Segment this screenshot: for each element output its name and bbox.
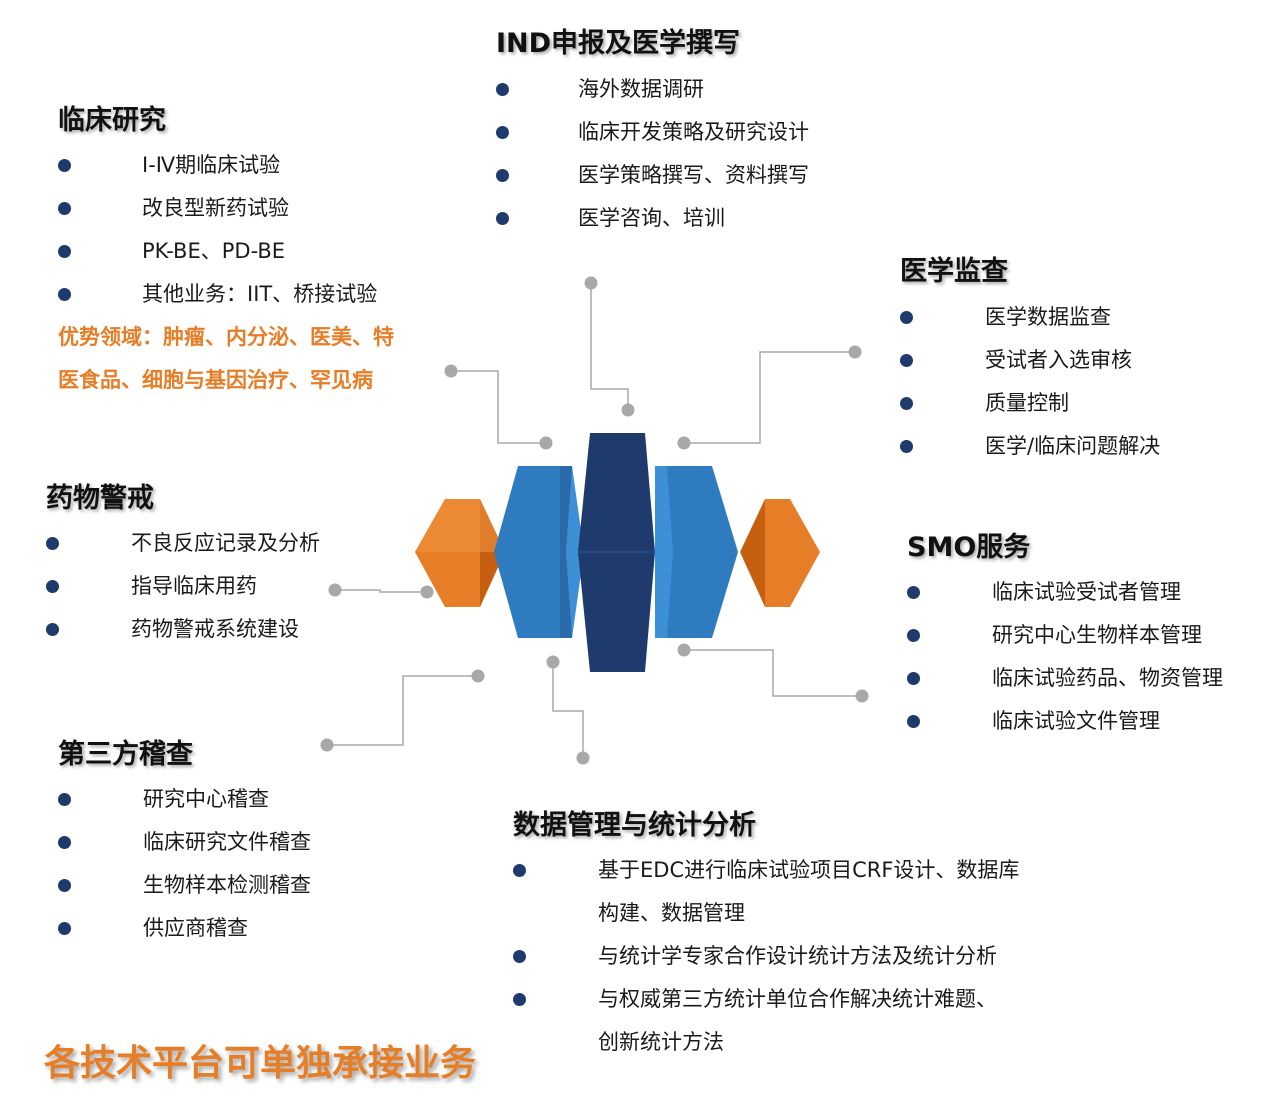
list-item: 临床开发策略及研究设计 — [496, 111, 809, 154]
list-item: 海外数据调研 — [496, 68, 809, 111]
bullet-icon — [58, 159, 71, 172]
list-item: 医学策略撰写、资料撰写 — [496, 154, 809, 197]
bullet-icon — [58, 245, 71, 258]
bullet-icon — [900, 440, 913, 453]
connector-clinical — [451, 370, 546, 444]
section-title: 第三方稽查 — [58, 739, 193, 770]
list-item: Ⅰ-Ⅳ期临床试验 — [58, 144, 394, 187]
list-item: 改良型新药试验 — [58, 187, 394, 230]
bullet-icon — [513, 864, 526, 877]
section-audit: 第三方稽查 研究中心稽查 临床研究文件稽查 生物样本检测稽查 供应商稽查 — [58, 737, 311, 950]
list-item: 与统计学专家合作设计统计方法及统计分析 — [513, 935, 1019, 978]
list-item: 医学/临床问题解决 — [900, 425, 1160, 468]
connector-smo — [684, 649, 862, 697]
advantage-text: 医食品、细胞与基因治疗、罕见病 — [58, 368, 373, 392]
bullet-icon — [58, 879, 71, 892]
list-item: 指导临床用药 — [46, 565, 320, 608]
section-smo: SMO服务 临床试验受试者管理 研究中心生物样本管理 临床试验药品、物资管理 临… — [907, 530, 1223, 743]
connector-pv — [335, 589, 427, 593]
section-title: 数据管理与统计分析 — [513, 810, 756, 841]
bullet-icon — [907, 629, 920, 642]
list-item: 医学数据监查 — [900, 296, 1160, 339]
connector-dots — [320, 276, 869, 765]
bullet-icon — [496, 212, 509, 225]
list-item: 与权威第三方统计单位合作解决统计难题、 创新统计方法 — [513, 978, 1019, 1064]
list-item: 基于EDC进行临床试验项目CRF设计、数据库 构建、数据管理 — [513, 849, 1019, 935]
advantage-text: 优势领域：肿瘤、内分泌、医美、特 — [58, 325, 394, 349]
list-item: PK-BE、PD-BE — [58, 230, 394, 273]
section-title: IND申报及医学撰写 — [496, 28, 741, 59]
list-item: 生物样本检测稽查 — [58, 864, 311, 907]
right-blue-block — [655, 466, 738, 638]
list-item: 药物警戒系统建设 — [46, 608, 320, 651]
connector-monitoring — [684, 351, 855, 444]
section-data: 数据管理与统计分析 基于EDC进行临床试验项目CRF设计、数据库 构建、数据管理… — [513, 808, 1019, 1064]
bullet-icon — [900, 311, 913, 324]
section-title: SMO服务 — [907, 532, 1031, 563]
bullet-icon — [58, 793, 71, 806]
left-blue-block — [494, 466, 584, 638]
bullet-icon — [907, 672, 920, 685]
connector-data — [552, 662, 584, 758]
bullet-icon — [46, 537, 59, 550]
list-item: 临床研究文件稽查 — [58, 821, 311, 864]
bullet-icon — [900, 354, 913, 367]
list-item: 其他业务：IIT、桥接试验 — [58, 273, 394, 316]
list-item: 临床试验受试者管理 — [907, 571, 1223, 614]
list-item: 不良反应记录及分析 — [46, 522, 320, 565]
bullet-icon — [58, 288, 71, 301]
section-pv: 药物警戒 不良反应记录及分析 指导临床用药 药物警戒系统建设 — [46, 481, 320, 651]
section-title: 临床研究 — [58, 105, 166, 136]
connector-audit — [327, 675, 478, 746]
bullet-icon — [513, 950, 526, 963]
list-item: 受试者入选审核 — [900, 339, 1160, 382]
bullet-icon — [496, 126, 509, 139]
list-item: 临床试验药品、物资管理 — [907, 657, 1223, 700]
bullet-icon — [58, 202, 71, 215]
section-title: 药物警戒 — [46, 483, 154, 514]
bullet-icon — [900, 397, 913, 410]
list-item: 临床试验文件管理 — [907, 700, 1223, 743]
list-item: 研究中心生物样本管理 — [907, 614, 1223, 657]
bullet-icon — [46, 580, 59, 593]
footer-slogan: 各技术平台可单独承接业务 — [44, 1043, 477, 1084]
bullet-icon — [496, 169, 509, 182]
right-orange-block — [740, 499, 820, 607]
center-dark-block — [578, 433, 655, 672]
list-item: 质量控制 — [900, 382, 1160, 425]
connector-lines — [327, 283, 862, 758]
bullet-icon — [496, 83, 509, 96]
bullet-icon — [513, 993, 526, 1006]
bullet-icon — [46, 623, 59, 636]
bullet-icon — [58, 922, 71, 935]
section-ind: IND申报及医学撰写 海外数据调研 临床开发策略及研究设计 医学策略撰写、资料撰… — [496, 26, 809, 240]
list-item: 研究中心稽查 — [58, 778, 311, 821]
section-monitoring: 医学监查 医学数据监查 受试者入选审核 质量控制 医学/临床问题解决 — [900, 254, 1160, 468]
section-title: 医学监查 — [900, 256, 1008, 287]
list-item: 医学咨询、培训 — [496, 197, 809, 240]
connector-ind — [590, 283, 629, 410]
section-clinical: 临床研究 Ⅰ-Ⅳ期临床试验 改良型新药试验 PK-BE、PD-BE 其他业务：I… — [58, 103, 394, 402]
bullet-icon — [907, 586, 920, 599]
list-item: 供应商稽查 — [58, 907, 311, 950]
bullet-icon — [58, 836, 71, 849]
bullet-icon — [907, 715, 920, 728]
left-orange-block — [415, 499, 505, 607]
